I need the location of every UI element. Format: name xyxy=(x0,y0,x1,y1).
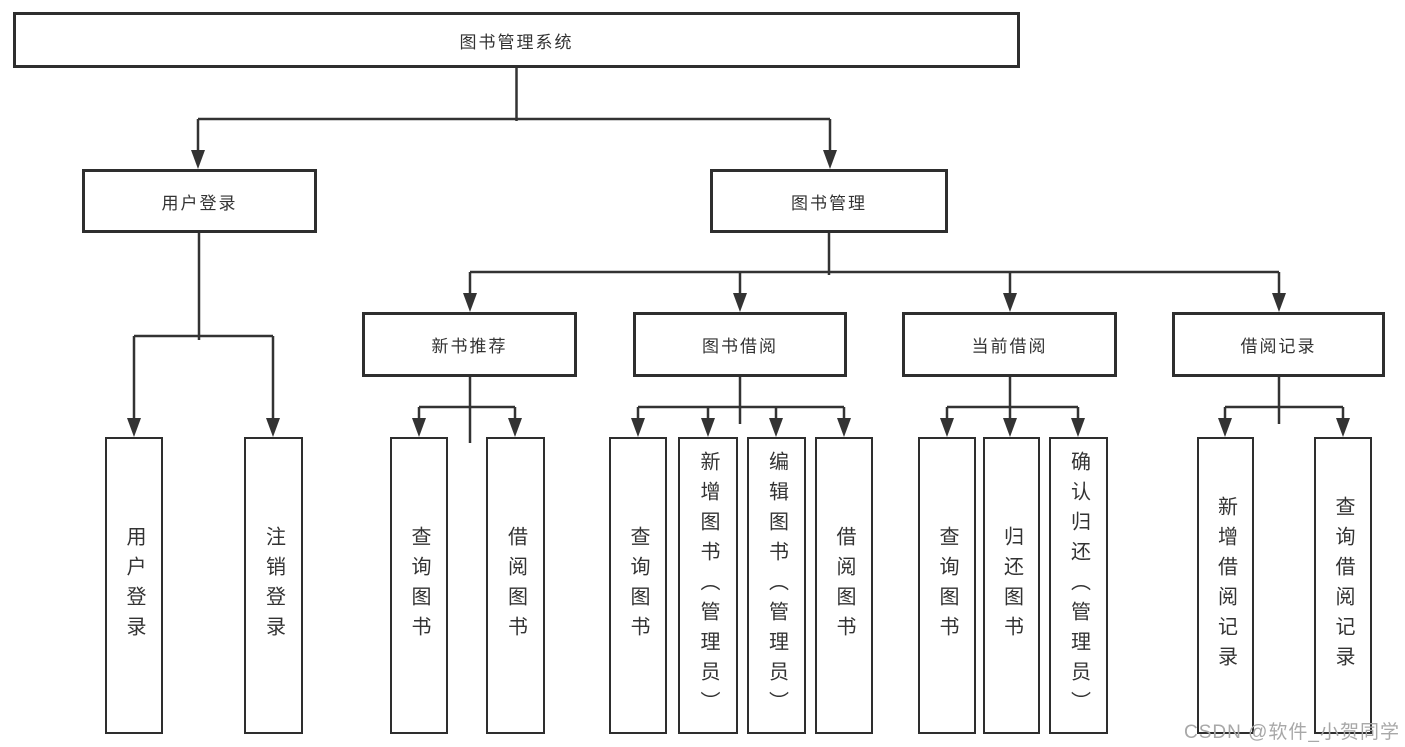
leaf-cb-confirm-return-admin: 确认归还（管理员） xyxy=(1049,437,1108,734)
connector-book-management-to-level3 xyxy=(463,233,1286,312)
leaf-bb-query-books: 查询图书 xyxy=(609,437,667,734)
leaf-br-add-borrow-record: 新增借阅记录 xyxy=(1197,437,1254,734)
leaf-user-login: 用户登录 xyxy=(105,437,163,734)
connector-user-login-to-leaves xyxy=(127,233,280,437)
connector-root-to-level2 xyxy=(191,68,837,169)
csdn-watermark: CSDN @软件_小贺同学 xyxy=(1184,722,1400,743)
node-borrowing-records: 借阅记录 xyxy=(1172,312,1385,377)
leaf-cb-return-books: 归还图书 xyxy=(983,437,1040,734)
node-book-borrowing: 图书借阅 xyxy=(633,312,847,377)
leaf-cb-query-books: 查询图书 xyxy=(918,437,976,734)
node-current-borrowing: 当前借阅 xyxy=(902,312,1117,377)
connector-current-borrowing-to-leaves xyxy=(940,377,1085,437)
leaf-bb-borrow-books: 借阅图书 xyxy=(815,437,873,734)
node-book-management: 图书管理 xyxy=(710,169,948,233)
node-root-library-system: 图书管理系统 xyxy=(13,12,1020,68)
connector-borrowing-records-to-leaves xyxy=(1218,377,1350,437)
leaf-bb-add-books-admin: 新增图书（管理员） xyxy=(678,437,738,734)
node-user-login: 用户登录 xyxy=(82,169,317,233)
leaf-logout: 注销登录 xyxy=(244,437,303,734)
connector-new-book-to-leaves xyxy=(412,377,522,443)
leaf-nb-query-books: 查询图书 xyxy=(390,437,448,734)
node-new-book-recommendation: 新书推荐 xyxy=(362,312,577,377)
connector-book-borrowing-to-leaves xyxy=(631,377,851,437)
leaf-bb-edit-books-admin: 编辑图书（管理员） xyxy=(747,437,806,734)
leaf-br-query-borrow-record: 查询借阅记录 xyxy=(1314,437,1372,734)
leaf-nb-borrow-books: 借阅图书 xyxy=(486,437,545,734)
